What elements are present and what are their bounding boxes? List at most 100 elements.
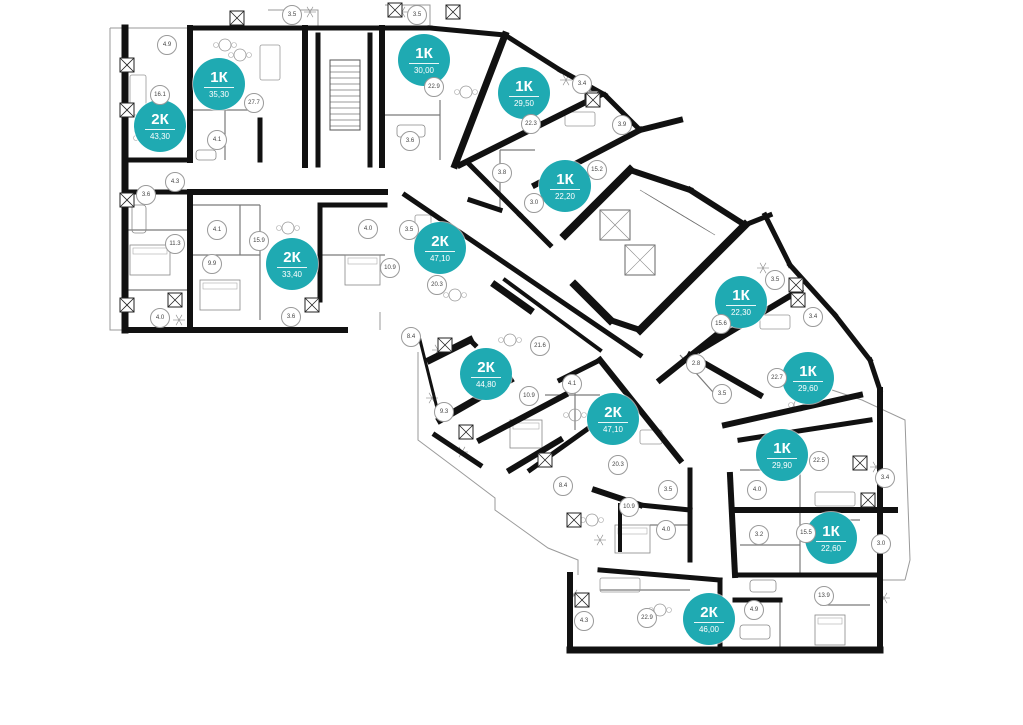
chair	[498, 337, 504, 343]
window-cross	[119, 102, 135, 118]
plant	[759, 267, 764, 274]
window-cross	[304, 297, 320, 313]
wall-segment	[466, 161, 524, 219]
apartment-area: 35,30	[208, 89, 230, 99]
wall-segment	[606, 316, 644, 334]
wall-segment	[569, 279, 616, 326]
apartment-type: 1К	[773, 439, 791, 457]
room-area-label: 3.5	[399, 220, 419, 240]
window-cross	[167, 292, 183, 308]
room-area-label: 15.5	[796, 523, 816, 543]
badge-divider	[509, 95, 539, 97]
plant	[175, 319, 180, 326]
chair	[231, 42, 237, 48]
dining-table	[585, 513, 599, 527]
chair	[788, 402, 794, 408]
room-area-label: 22.9	[637, 608, 657, 628]
wall-segment	[516, 211, 554, 249]
badge-divider	[145, 128, 175, 130]
wall-segment	[741, 211, 774, 229]
room-area-label: 22.3	[521, 114, 541, 134]
apartment-badge-7[interactable]: 2К 47,10	[414, 222, 466, 274]
apartment-badge-9[interactable]: 2К 44,80	[460, 348, 512, 400]
apartment-type: 1К	[515, 77, 533, 95]
window-cross	[458, 424, 474, 440]
room-area-label: 20.3	[427, 275, 447, 295]
room-area-label: 11.3	[165, 234, 185, 254]
plant	[175, 314, 180, 321]
window-cross	[445, 4, 461, 20]
bathtub	[195, 149, 217, 161]
bed-pillow	[347, 257, 378, 265]
apartment-type: 2К	[431, 232, 449, 250]
wall-segment	[466, 336, 479, 349]
sofa	[259, 44, 281, 81]
room-area-label: 4.1	[207, 130, 227, 150]
wall-segment	[831, 311, 874, 364]
apartment-area: 44,80	[475, 379, 497, 389]
chair	[454, 89, 460, 95]
apartment-area: 47,10	[429, 253, 451, 263]
room-area-label: 9.9	[202, 254, 222, 274]
window-cross	[574, 592, 590, 608]
room-area-label: 3.0	[871, 534, 891, 554]
apartment-area: 22,20	[554, 191, 576, 201]
wall-segment	[601, 91, 644, 134]
bed	[814, 614, 846, 646]
window-cross	[585, 92, 601, 108]
dining-table	[233, 48, 247, 62]
lift-shaft	[599, 209, 631, 241]
chair	[213, 42, 219, 48]
plant	[883, 597, 888, 604]
bed-pillow	[202, 282, 238, 290]
apartment-type: 2К	[700, 603, 718, 621]
apartment-type: 2К	[604, 403, 622, 421]
wall-segment	[466, 196, 504, 214]
room-area-label: 3.5	[765, 270, 785, 290]
window-cross	[119, 57, 135, 73]
window-cross	[437, 337, 453, 353]
window-cross	[229, 10, 245, 26]
room-area-label: 4.0	[747, 480, 767, 500]
dining-table	[568, 408, 582, 422]
apartment-area: 33,40	[281, 269, 303, 279]
apartment-badge-11[interactable]: 2К 47,10	[587, 393, 639, 445]
bed-pillow	[512, 422, 540, 430]
badge-divider	[726, 304, 756, 306]
dining-table	[218, 38, 232, 52]
wall-segment	[636, 116, 684, 134]
chair	[581, 412, 587, 418]
plant	[872, 461, 877, 468]
wall-segment	[786, 261, 839, 319]
apartment-area: 47,10	[602, 424, 624, 434]
room-area-label: 3.6	[400, 131, 420, 151]
room-area-label: 8.4	[553, 476, 573, 496]
bathtub	[749, 579, 777, 593]
plant	[178, 319, 183, 326]
apartment-type: 1К	[822, 522, 840, 540]
sofa	[564, 111, 596, 127]
room-area-label: 3.2	[749, 525, 769, 545]
chair	[666, 607, 672, 613]
wall-segment	[761, 211, 794, 269]
room-area-label: 9.3	[434, 402, 454, 422]
apartment-badge-1[interactable]: 1К 35,30	[193, 58, 245, 110]
apartment-area: 46,00	[698, 624, 720, 634]
apartment-area: 30,00	[413, 65, 435, 75]
badge-divider	[204, 86, 234, 88]
apartment-type: 2К	[477, 358, 495, 376]
lift-shaft	[624, 244, 656, 276]
apartment-badge-14[interactable]: 2К 46,00	[683, 593, 735, 645]
apartment-type: 1К	[210, 68, 228, 86]
badge-divider	[425, 250, 455, 252]
room-area-label: 4.3	[165, 172, 185, 192]
bed-pillow	[817, 617, 843, 625]
window-cross	[387, 2, 403, 18]
